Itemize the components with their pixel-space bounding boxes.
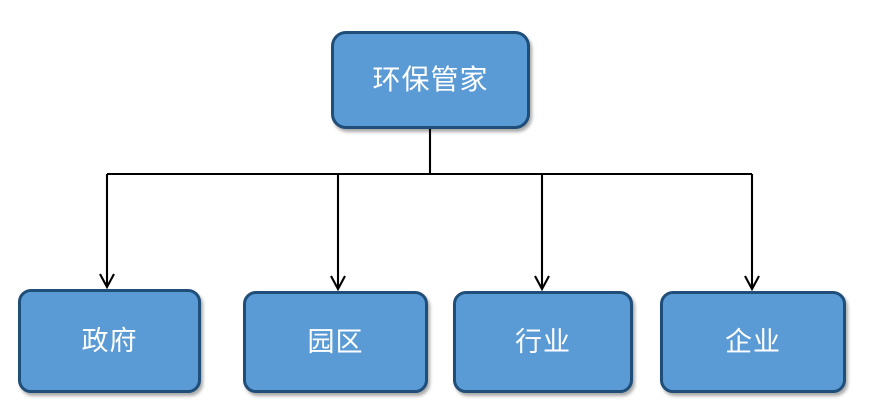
node-enterprise-label: 企业 [725,326,781,358]
arrowhead-child-3-icon [744,275,760,292]
node-park[interactable]: 园区 [243,291,428,393]
node-industry-label: 行业 [515,326,571,358]
node-park-label: 园区 [307,326,364,358]
node-root-label: 环保管家 [372,63,489,96]
arrowhead-child-1-icon [330,275,346,292]
node-root[interactable]: 环保管家 [331,31,530,129]
arrowhead-child-0-icon [99,273,115,290]
node-government-label: 政府 [81,325,138,357]
arrowhead-child-2-icon [534,275,550,292]
node-industry[interactable]: 行业 [453,291,633,393]
node-government[interactable]: 政府 [18,289,201,393]
node-enterprise[interactable]: 企业 [660,291,846,393]
